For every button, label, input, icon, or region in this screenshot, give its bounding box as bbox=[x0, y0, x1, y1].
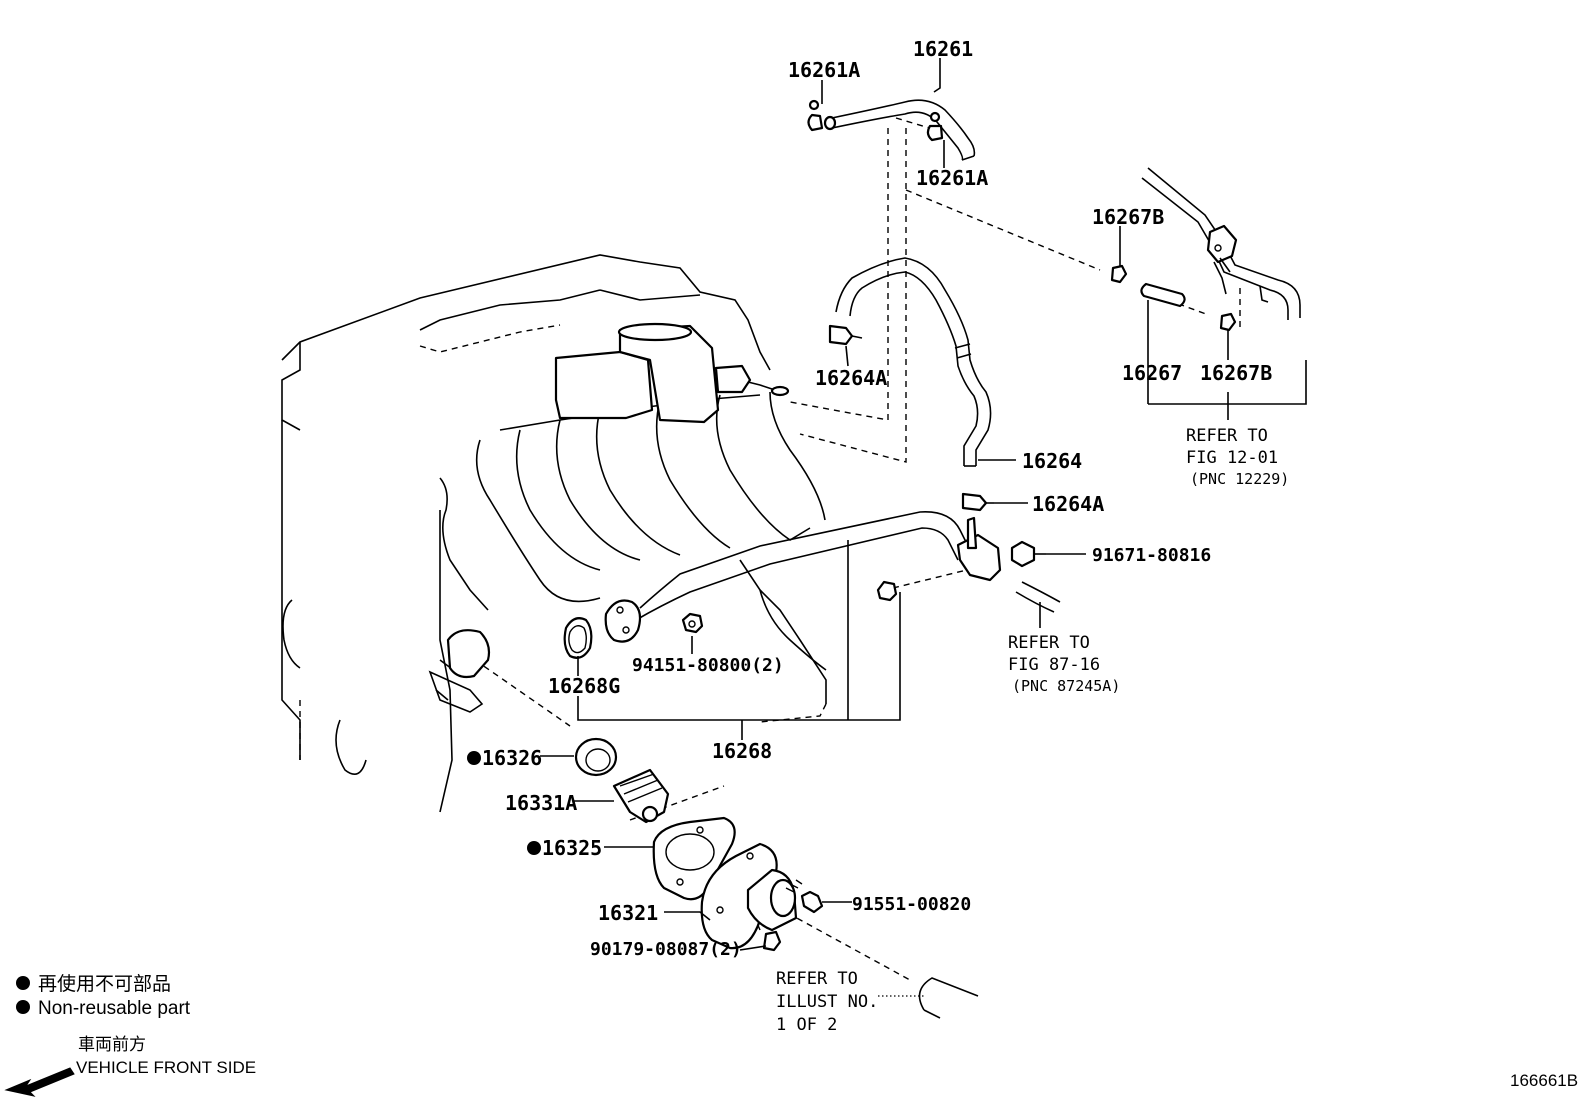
ref-illust-line2: ILLUST NO. bbox=[776, 992, 878, 1012]
water-inlet-16321 bbox=[700, 842, 798, 950]
label-16326: 16326 bbox=[482, 746, 542, 770]
label-16267: 16267 bbox=[1122, 361, 1182, 385]
arrow-left-icon bbox=[4, 1067, 75, 1097]
ref-illust-line1: REFER TO bbox=[776, 969, 858, 989]
legend-front-jp: 車両前方 bbox=[78, 1035, 146, 1054]
ref-illust-line3: 1 OF 2 bbox=[776, 1015, 837, 1035]
hose-fig-87-16 bbox=[1015, 581, 1061, 613]
leader-lines bbox=[540, 58, 1307, 997]
label-91671-80816: 91671-80816 bbox=[1092, 545, 1211, 566]
ref-fig12-line1: REFER TO bbox=[1186, 426, 1268, 446]
nut-pipe-flange bbox=[876, 580, 898, 602]
gasket-16326 bbox=[574, 737, 618, 777]
legend-front-en: VEHICLE FRONT SIDE bbox=[76, 1058, 256, 1077]
reference-illust-1-of-2: REFER TO ILLUST NO. 1 OF 2 bbox=[776, 969, 878, 1035]
label-16264A-top: 16264A bbox=[815, 366, 887, 390]
label-91551-00820: 91551-00820 bbox=[852, 894, 971, 915]
filled-circle-icon bbox=[527, 841, 541, 855]
label-16321: 16321 bbox=[598, 901, 658, 925]
nut-94151 bbox=[681, 612, 704, 634]
pipe-16268 bbox=[563, 511, 1002, 659]
filled-circle-icon bbox=[467, 751, 481, 765]
label-16268G: 16268G bbox=[548, 674, 620, 698]
legend-nonreusable-en: Non-reusable part bbox=[38, 998, 191, 1019]
legend: 再使用不可部品 Non-reusable part 車両前方 VEHICLE F… bbox=[4, 973, 256, 1097]
label-16264: 16264 bbox=[1022, 449, 1082, 473]
label-16267B-top: 16267B bbox=[1092, 205, 1164, 229]
bolt-91671 bbox=[1010, 540, 1046, 568]
assembly-guide-lines bbox=[474, 117, 1241, 981]
label-16261: 16261 bbox=[913, 37, 973, 61]
ref-fig12-line2: FIG 12-01 bbox=[1186, 448, 1278, 468]
ref-fig12-line3: (PNC 12229) bbox=[1190, 470, 1289, 488]
clamp-16261A-top bbox=[807, 113, 824, 132]
label-16331A: 16331A bbox=[505, 791, 577, 815]
filled-circle-icon bbox=[16, 1000, 30, 1014]
thermostat-16331A bbox=[612, 768, 670, 824]
reference-fig-87-16: REFER TO FIG 87-16 (PNC 87245A) bbox=[1008, 633, 1120, 695]
figure-id: 166661B bbox=[1510, 1071, 1578, 1090]
label-90179-08087: 90179-08087(2) bbox=[590, 939, 742, 960]
thermostat-assembly bbox=[428, 629, 979, 1019]
clamp-16261A-mid bbox=[926, 124, 944, 142]
label-16325: 16325 bbox=[542, 836, 602, 860]
label-16264A-bot: 16264A bbox=[1032, 492, 1104, 516]
pipe-assembly-fig-12-01 bbox=[1110, 167, 1301, 332]
ref-fig87-line1: REFER TO bbox=[1008, 633, 1090, 653]
label-16261A-top: 16261A bbox=[788, 58, 860, 82]
label-94151-80800: 94151-80800(2) bbox=[632, 655, 784, 676]
filled-circle-icon bbox=[16, 976, 30, 990]
ref-fig87-line2: FIG 87-16 bbox=[1008, 655, 1100, 675]
label-16261A-mid: 16261A bbox=[916, 166, 988, 190]
label-16268: 16268 bbox=[712, 739, 772, 763]
reference-fig-12-01: REFER TO FIG 12-01 (PNC 12229) bbox=[1186, 426, 1289, 488]
hose-16264 bbox=[828, 257, 994, 512]
legend-nonreusable-jp: 再使用不可部品 bbox=[38, 973, 171, 995]
ref-fig87-line3: (PNC 87245A) bbox=[1012, 677, 1120, 695]
hose-16261 bbox=[807, 99, 976, 161]
engine-block-drawing bbox=[281, 254, 827, 813]
label-16267B-bot: 16267B bbox=[1200, 361, 1272, 385]
part-labels: 16261 16261A 16261A 16267B 16267 16267B … bbox=[467, 37, 1272, 960]
